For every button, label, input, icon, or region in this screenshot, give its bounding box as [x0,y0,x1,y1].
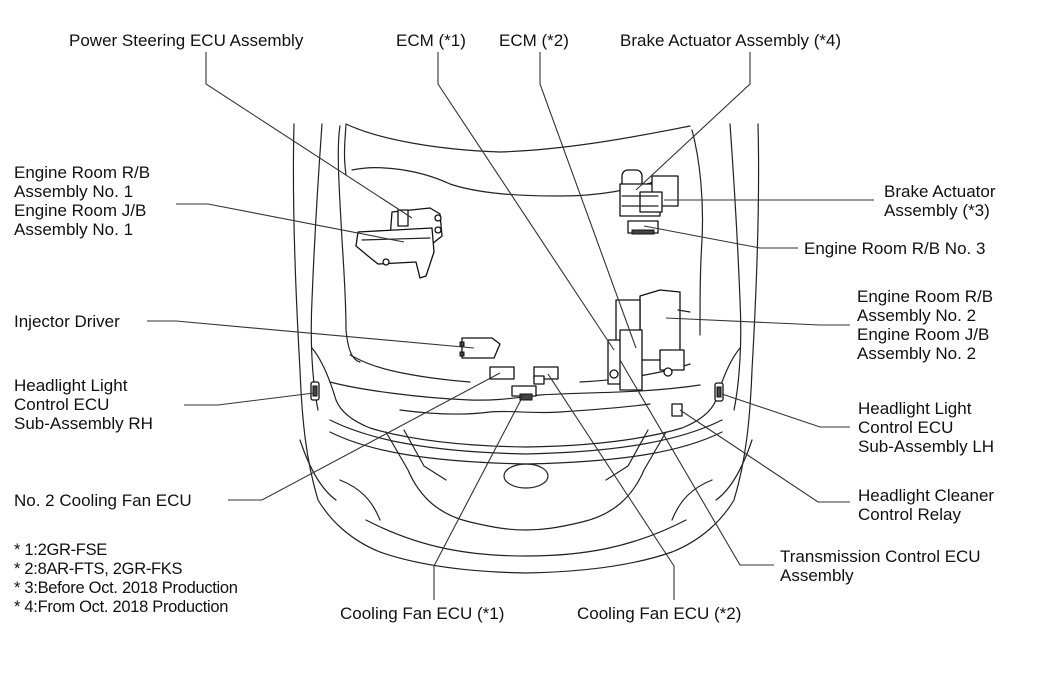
label-line: ECM (*1) [396,31,466,50]
leader-lines [147,52,874,600]
label-line: Headlight Light [858,399,972,418]
label-ecm-2: ECM (*2) [499,31,569,50]
label-brake-actuator-4: Brake Actuator Assembly (*4) [620,31,841,50]
injector-driver-shape [459,337,501,359]
footnote-4: * 4:From Oct. 2018 Production [14,598,229,616]
label-line: Cooling Fan ECU (*1) [340,604,505,623]
label-line: Assembly No. 1 [14,182,134,201]
leader-cooling-fan-ecu-1 [433,393,525,600]
label-no2-cooling-fan-ecu: No. 2 Cooling Fan ECU [14,491,192,510]
label-line: No. 2 Cooling Fan ECU [14,491,192,510]
cooling-fan-ecu-2-shape [533,366,559,385]
brake-actuator-shape [619,169,679,217]
label-injector-driver: Injector Driver [14,312,120,331]
label-line: Control ECU [14,395,110,414]
headlight-cleaner-relay-shape [671,403,683,417]
label-headlight-ecu-lh: Headlight Light Control ECU Sub-Assembly… [858,399,994,456]
headlight-ecu-rh-shape [310,381,320,401]
label-line: Headlight Light [14,376,128,395]
leader-headlight-ecu-lh [721,393,850,428]
footnote-3: * 3:Before Oct. 2018 Production [14,579,238,597]
footnote-2: * 2:8AR-FTS, 2GR-FKS [14,560,183,578]
label-line: Sub-Assembly LH [858,437,995,456]
label-line: Control ECU [858,418,954,437]
label-line: Cooling Fan ECU (*2) [577,604,742,623]
leader-engine-room-rb2 [665,317,850,326]
label-power-steering-ecu: Power Steering ECU Assembly [69,31,303,50]
leader-injector-driver [147,320,475,349]
label-line: Assembly No. 1 [14,220,134,239]
leader-headlight-ecu-rh [184,392,315,406]
label-line: Transmission Control ECU [780,547,981,566]
engine-room-rb3-shape [627,220,659,235]
leader-no2-cooling-fan-ecu [228,372,501,501]
no2-cooling-fan-ecu-shape [489,366,515,380]
label-line: Assembly (*3) [884,201,990,220]
leader-engine-room-rb1 [176,203,405,243]
footnotes: * 1:2GR-FSE * 2:8AR-FTS, 2GR-FKS * 3:Bef… [14,541,238,617]
label-line: Engine Room J/B [14,201,147,220]
label-cooling-fan-ecu-2: Cooling Fan ECU (*2) [577,604,741,623]
label-engine-room-rb1: Engine Room R/B Assembly No. 1 Engine Ro… [14,163,150,239]
label-line: Power Steering ECU Assembly [69,31,304,50]
label-ecm-1: ECM (*1) [396,31,466,50]
label-line: Assembly [780,566,854,585]
engine-room-rb2-shape [607,289,691,391]
leader-cooling-fan-ecu-2 [547,373,675,600]
footnote-1: * 1:2GR-FSE [14,541,107,559]
engine-room-rb1-shape [355,227,435,279]
label-headlight-ecu-rh: Headlight Light Control ECU Sub-Assembly… [14,376,153,433]
label-line: Headlight Cleaner [858,486,995,505]
label-line: Engine Room R/B [14,163,151,182]
cooling-fan-ecu-1-shape [511,385,537,401]
label-engine-room-rb2: Engine Room R/B Assembly No. 2 Engine Ro… [857,287,993,363]
label-transmission-control-ecu: Transmission Control ECU Assembly [780,547,981,585]
leader-ecm-2 [539,52,637,349]
label-line: Brake Actuator [884,182,996,201]
leader-engine-room-rb3 [643,225,798,249]
label-line: Engine Room J/B [857,325,990,344]
label-line: Assembly No. 2 [857,306,977,325]
label-brake-actuator-3: Brake Actuator Assembly (*3) [884,182,996,220]
leader-headlight-cleaner-relay [679,409,850,503]
label-line: Engine Room R/B No. 3 [804,239,986,258]
label-engine-room-rb3: Engine Room R/B No. 3 [804,239,985,258]
vehicle-body-outline [292,123,760,574]
label-line: Engine Room R/B [857,287,994,306]
leader-transmission-control-ecu [619,359,774,566]
label-line: Sub-Assembly RH [14,414,153,433]
label-line: Brake Actuator Assembly (*4) [620,31,842,50]
label-line: ECM (*2) [499,31,569,50]
leader-power-steering-ecu [205,52,413,219]
leader-brake-actuator-4 [635,52,751,191]
label-line: Control Relay [858,505,961,524]
headlight-ecu-lh-shape [714,382,724,402]
leader-ecm-1 [437,52,615,351]
label-headlight-cleaner-relay: Headlight Cleaner Control Relay [858,486,994,524]
label-line: Assembly No. 2 [857,344,977,363]
label-cooling-fan-ecu-1: Cooling Fan ECU (*1) [340,604,504,623]
label-line: Injector Driver [14,312,120,331]
